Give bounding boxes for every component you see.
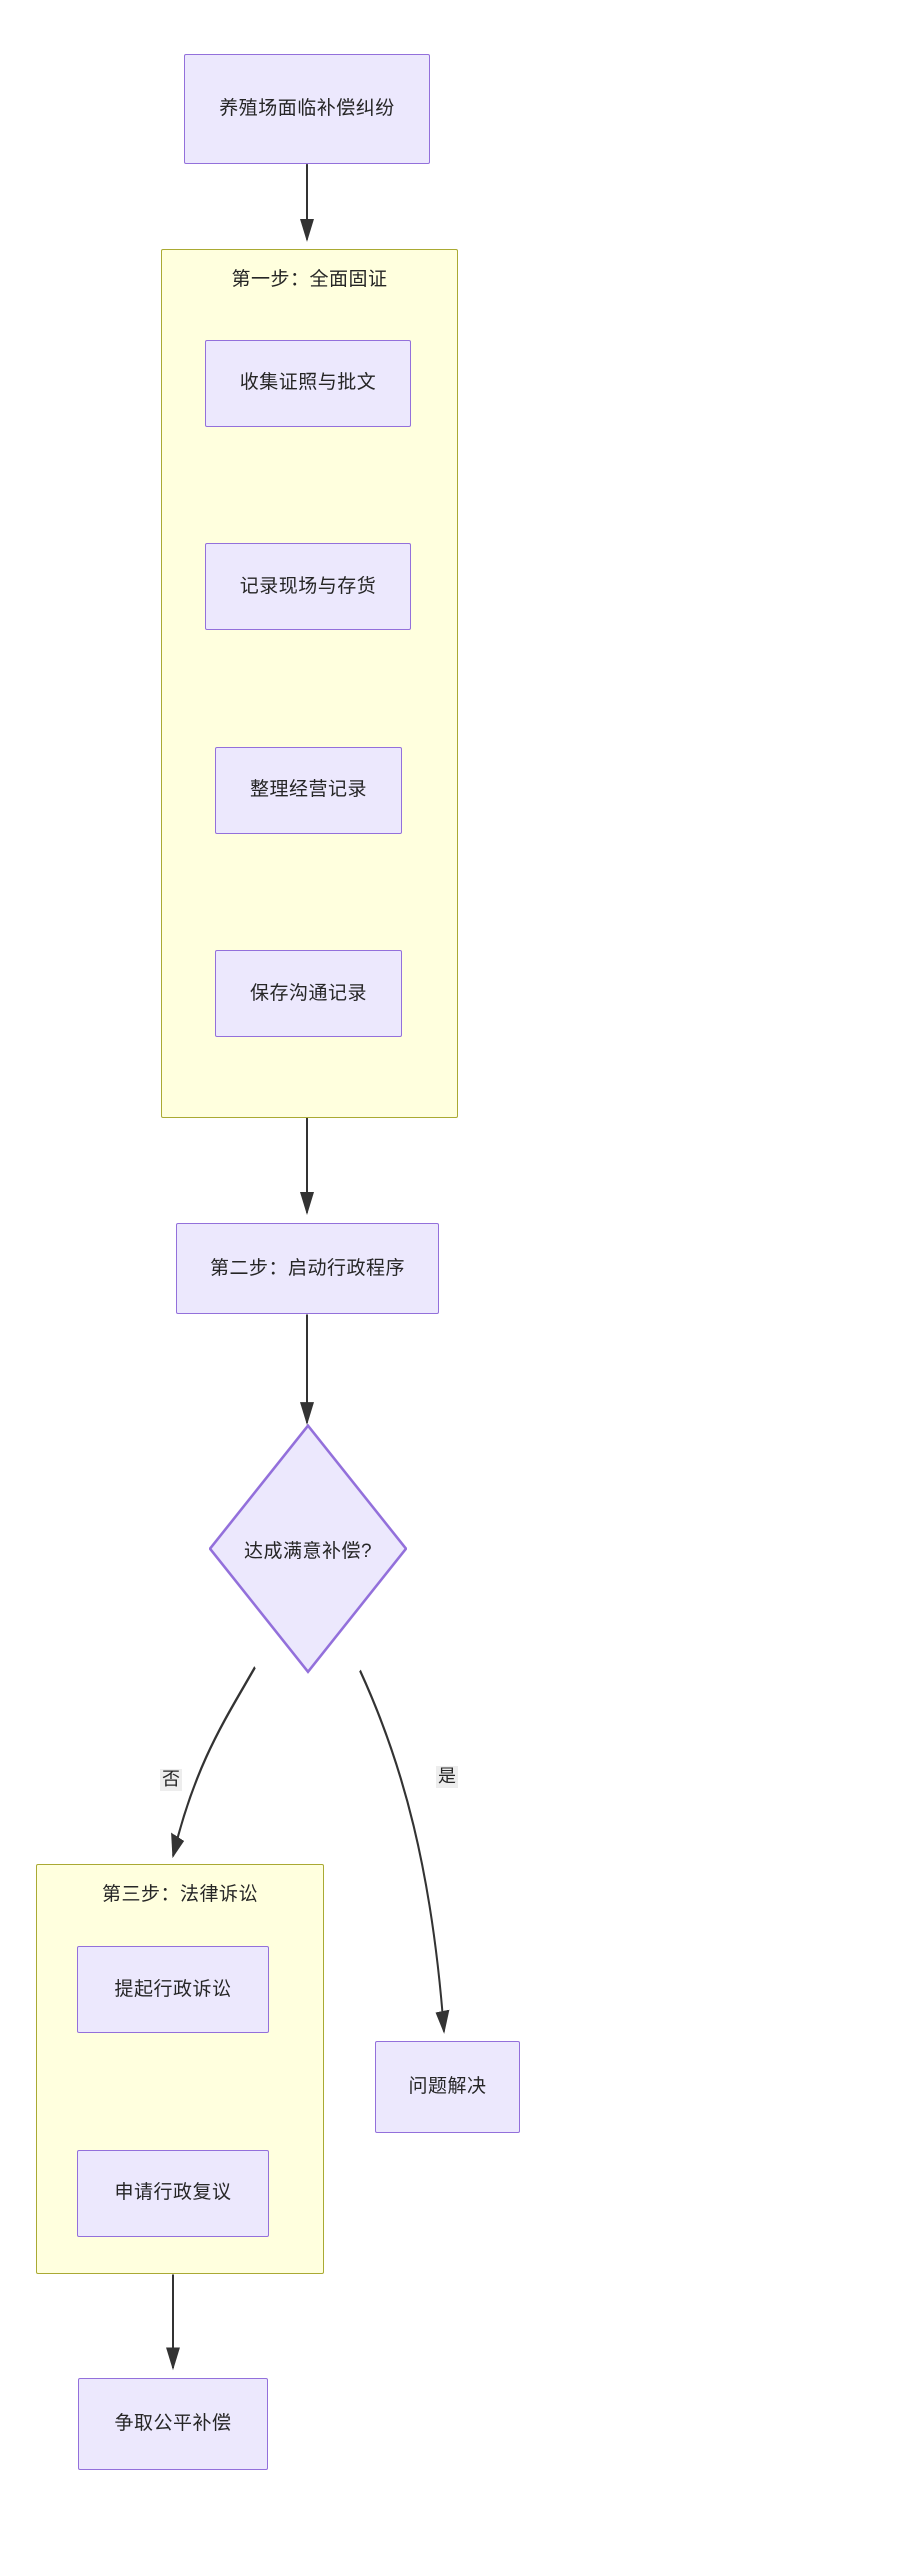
node-start[interactable]: 养殖场面临补偿纠纷 bbox=[184, 54, 430, 165]
node-step1-item4-label: 保存沟通记录 bbox=[249, 982, 367, 1004]
node-step2[interactable]: 第二步：启动行政程序 bbox=[176, 1222, 439, 1315]
node-step1-item2-label: 记录现场与存货 bbox=[239, 575, 377, 597]
node-fair-comp[interactable]: 争取公平补偿 bbox=[78, 2377, 268, 2470]
node-step2-label: 第二步：启动行政程序 bbox=[209, 1257, 405, 1279]
cluster-step1-label: 第一步：全面固证 bbox=[231, 269, 388, 291]
edge-label-yes: 是 bbox=[436, 1765, 458, 1788]
edge-decision-to-step3 bbox=[171, 1666, 256, 1859]
edge-label-no-text: 否 bbox=[162, 1769, 180, 1790]
node-step3-item2[interactable]: 申请行政复议 bbox=[77, 2149, 269, 2237]
node-fair-comp-label: 争取公平补偿 bbox=[114, 2412, 232, 2434]
node-step1-item3[interactable]: 整理经营记录 bbox=[215, 746, 402, 834]
node-step3-item1-label: 提起行政诉讼 bbox=[114, 1978, 232, 2000]
node-start-label: 养殖场面临补偿纠纷 bbox=[219, 98, 395, 120]
node-step1-item2[interactable]: 记录现场与存货 bbox=[205, 543, 411, 631]
node-step1-item3-label: 整理经营记录 bbox=[249, 779, 367, 801]
node-decision[interactable]: 达成满意补偿? bbox=[209, 1424, 407, 1674]
node-resolved[interactable]: 问题解决 bbox=[375, 2041, 520, 2134]
edge-label-no: 否 bbox=[160, 1769, 182, 1791]
node-step3-item1[interactable]: 提起行政诉讼 bbox=[77, 1946, 269, 2034]
cluster-step3-label: 第三步：法律诉讼 bbox=[101, 1884, 258, 1906]
node-step1-item1[interactable]: 收集证照与批文 bbox=[205, 339, 411, 427]
node-decision-label: 达成满意补偿? bbox=[243, 1540, 373, 1562]
node-step1-item1-label: 收集证照与批文 bbox=[239, 372, 377, 394]
node-resolved-label: 问题解决 bbox=[408, 2076, 487, 2098]
edge-label-yes-text: 是 bbox=[438, 1765, 456, 1786]
edge-decision-to-resolved bbox=[359, 1669, 450, 2034]
diamond-shape bbox=[209, 1424, 407, 1674]
node-step1-item4[interactable]: 保存沟通记录 bbox=[215, 950, 402, 1038]
node-step3-item2-label: 申请行政复议 bbox=[114, 2182, 232, 2204]
